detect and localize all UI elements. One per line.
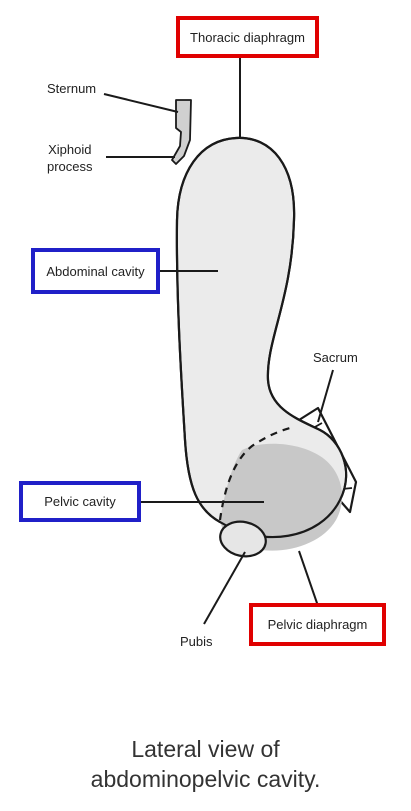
pelvic-brim-dashed-line bbox=[218, 426, 291, 521]
leader-lines bbox=[103, 58, 334, 625]
body-outline bbox=[175, 136, 348, 539]
sternum-shape bbox=[171, 99, 192, 165]
pubis-text: Pubis bbox=[180, 634, 213, 649]
figure-caption: Lateral view of abdominopelvic cavity. bbox=[0, 734, 411, 794]
pubis-shape bbox=[219, 520, 267, 558]
xiphoid-process-label: Xiphoid process bbox=[47, 141, 93, 175]
leader-pubis bbox=[203, 551, 246, 625]
pelvic-diaphragm-text: Pelvic diaphragm bbox=[267, 617, 368, 632]
leader-pelvic-diaphragm bbox=[298, 550, 319, 607]
abdominal-cavity-label: Abdominal cavity bbox=[31, 248, 160, 294]
caption-line1: Lateral view of bbox=[131, 736, 280, 762]
xiphoid-text-line1: Xiphoid bbox=[48, 142, 92, 157]
sternum-text: Sternum bbox=[47, 81, 97, 96]
pelvic-diaphragm-label: Pelvic diaphragm bbox=[249, 603, 386, 646]
sacrum-text: Sacrum bbox=[313, 350, 358, 365]
leader-sacrum bbox=[317, 369, 334, 423]
thoracic-diaphragm-label: Thoracic diaphragm bbox=[176, 16, 319, 58]
pelvic-cavity-label: Pelvic cavity bbox=[19, 481, 141, 522]
leader-sternum bbox=[103, 93, 179, 113]
sacrum-label: Sacrum bbox=[313, 349, 358, 366]
pelvic-cavity-text: Pelvic cavity bbox=[44, 494, 116, 509]
xiphoid-text-line2: process bbox=[47, 159, 93, 174]
pubis-label: Pubis bbox=[180, 633, 213, 650]
sternum-label: Sternum bbox=[47, 80, 96, 97]
abdominal-cavity-text: Abdominal cavity bbox=[46, 263, 145, 279]
thoracic-diaphragm-text: Thoracic diaphragm bbox=[190, 29, 305, 45]
caption-line2: abdominopelvic cavity. bbox=[90, 766, 321, 792]
